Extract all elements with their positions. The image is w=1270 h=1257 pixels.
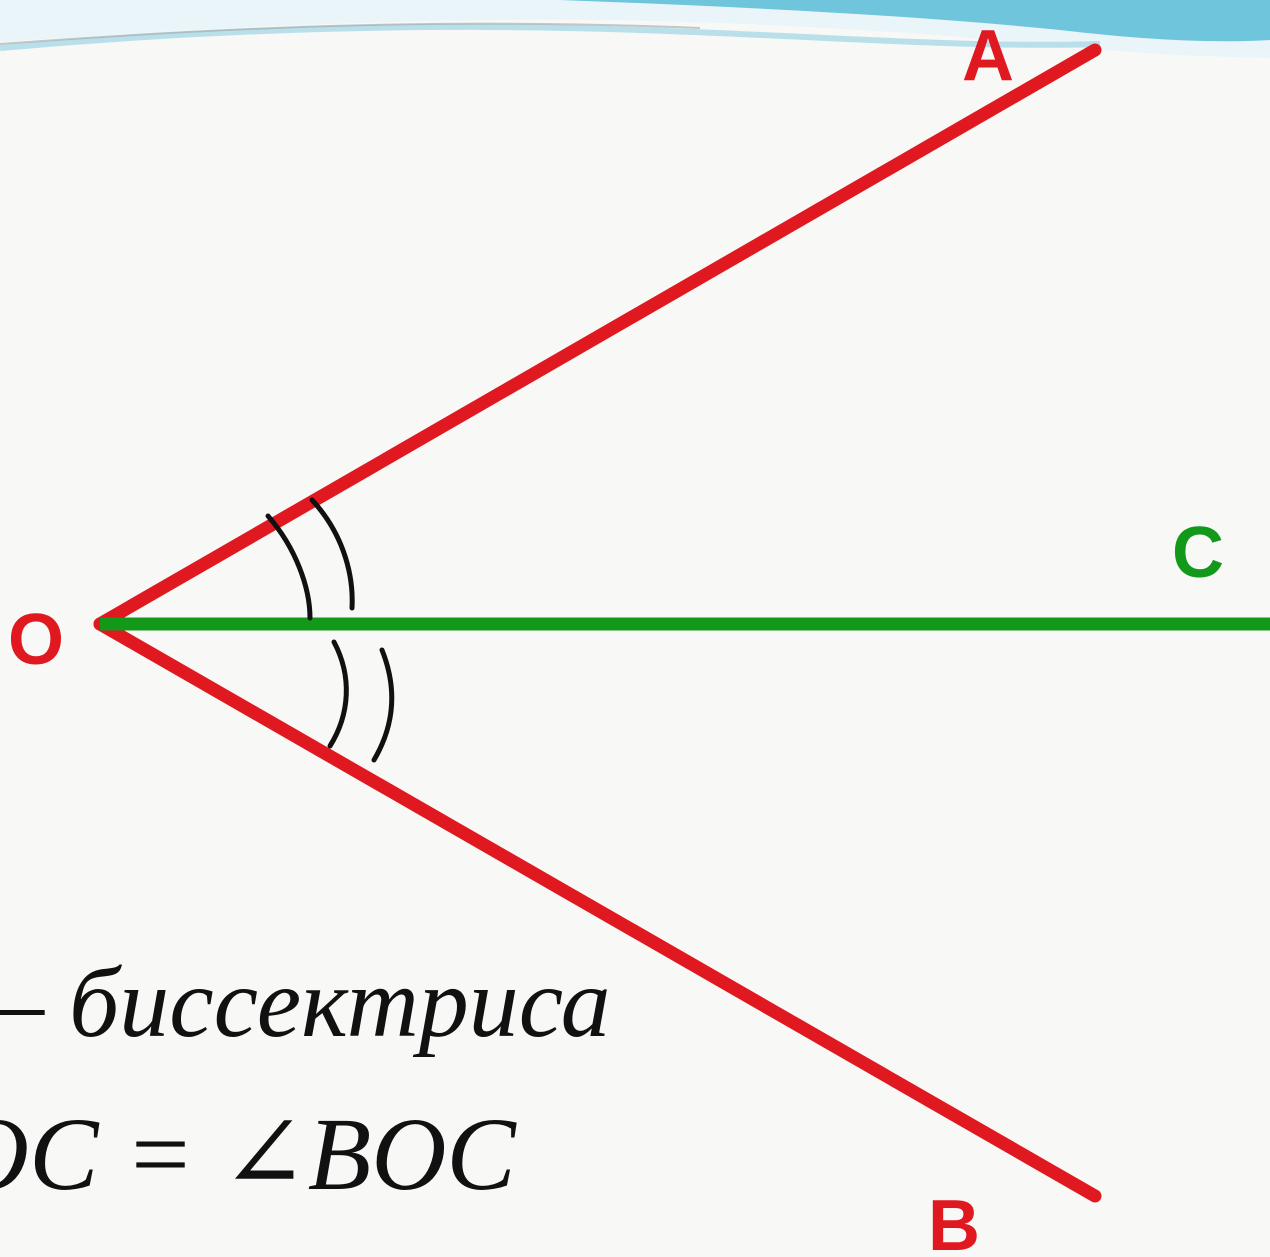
wave-dark (560, 0, 1270, 42)
lower-angle-arcs (327, 639, 395, 763)
ray-ob (93, 617, 1102, 1203)
upper-arc-inner (265, 513, 313, 621)
ray-oa (93, 43, 1102, 631)
upper-angle-arcs (265, 497, 355, 621)
upper-arc-outer (309, 497, 355, 611)
lower-arc-outer (371, 647, 395, 763)
label-b: B (928, 1186, 980, 1257)
label-c: C (1172, 513, 1224, 593)
lower-arc-inner (327, 639, 349, 749)
wave-thin-stroke (0, 22, 701, 45)
label-a: A (962, 16, 1014, 96)
wave-light-stroke (0, 23, 1101, 51)
label-o: O (8, 600, 64, 680)
bisector-caption: – биссектриса (0, 947, 611, 1058)
top-wave-banner (0, 0, 1270, 58)
angle-equality-caption: OC = ∠BOC (0, 1097, 516, 1212)
